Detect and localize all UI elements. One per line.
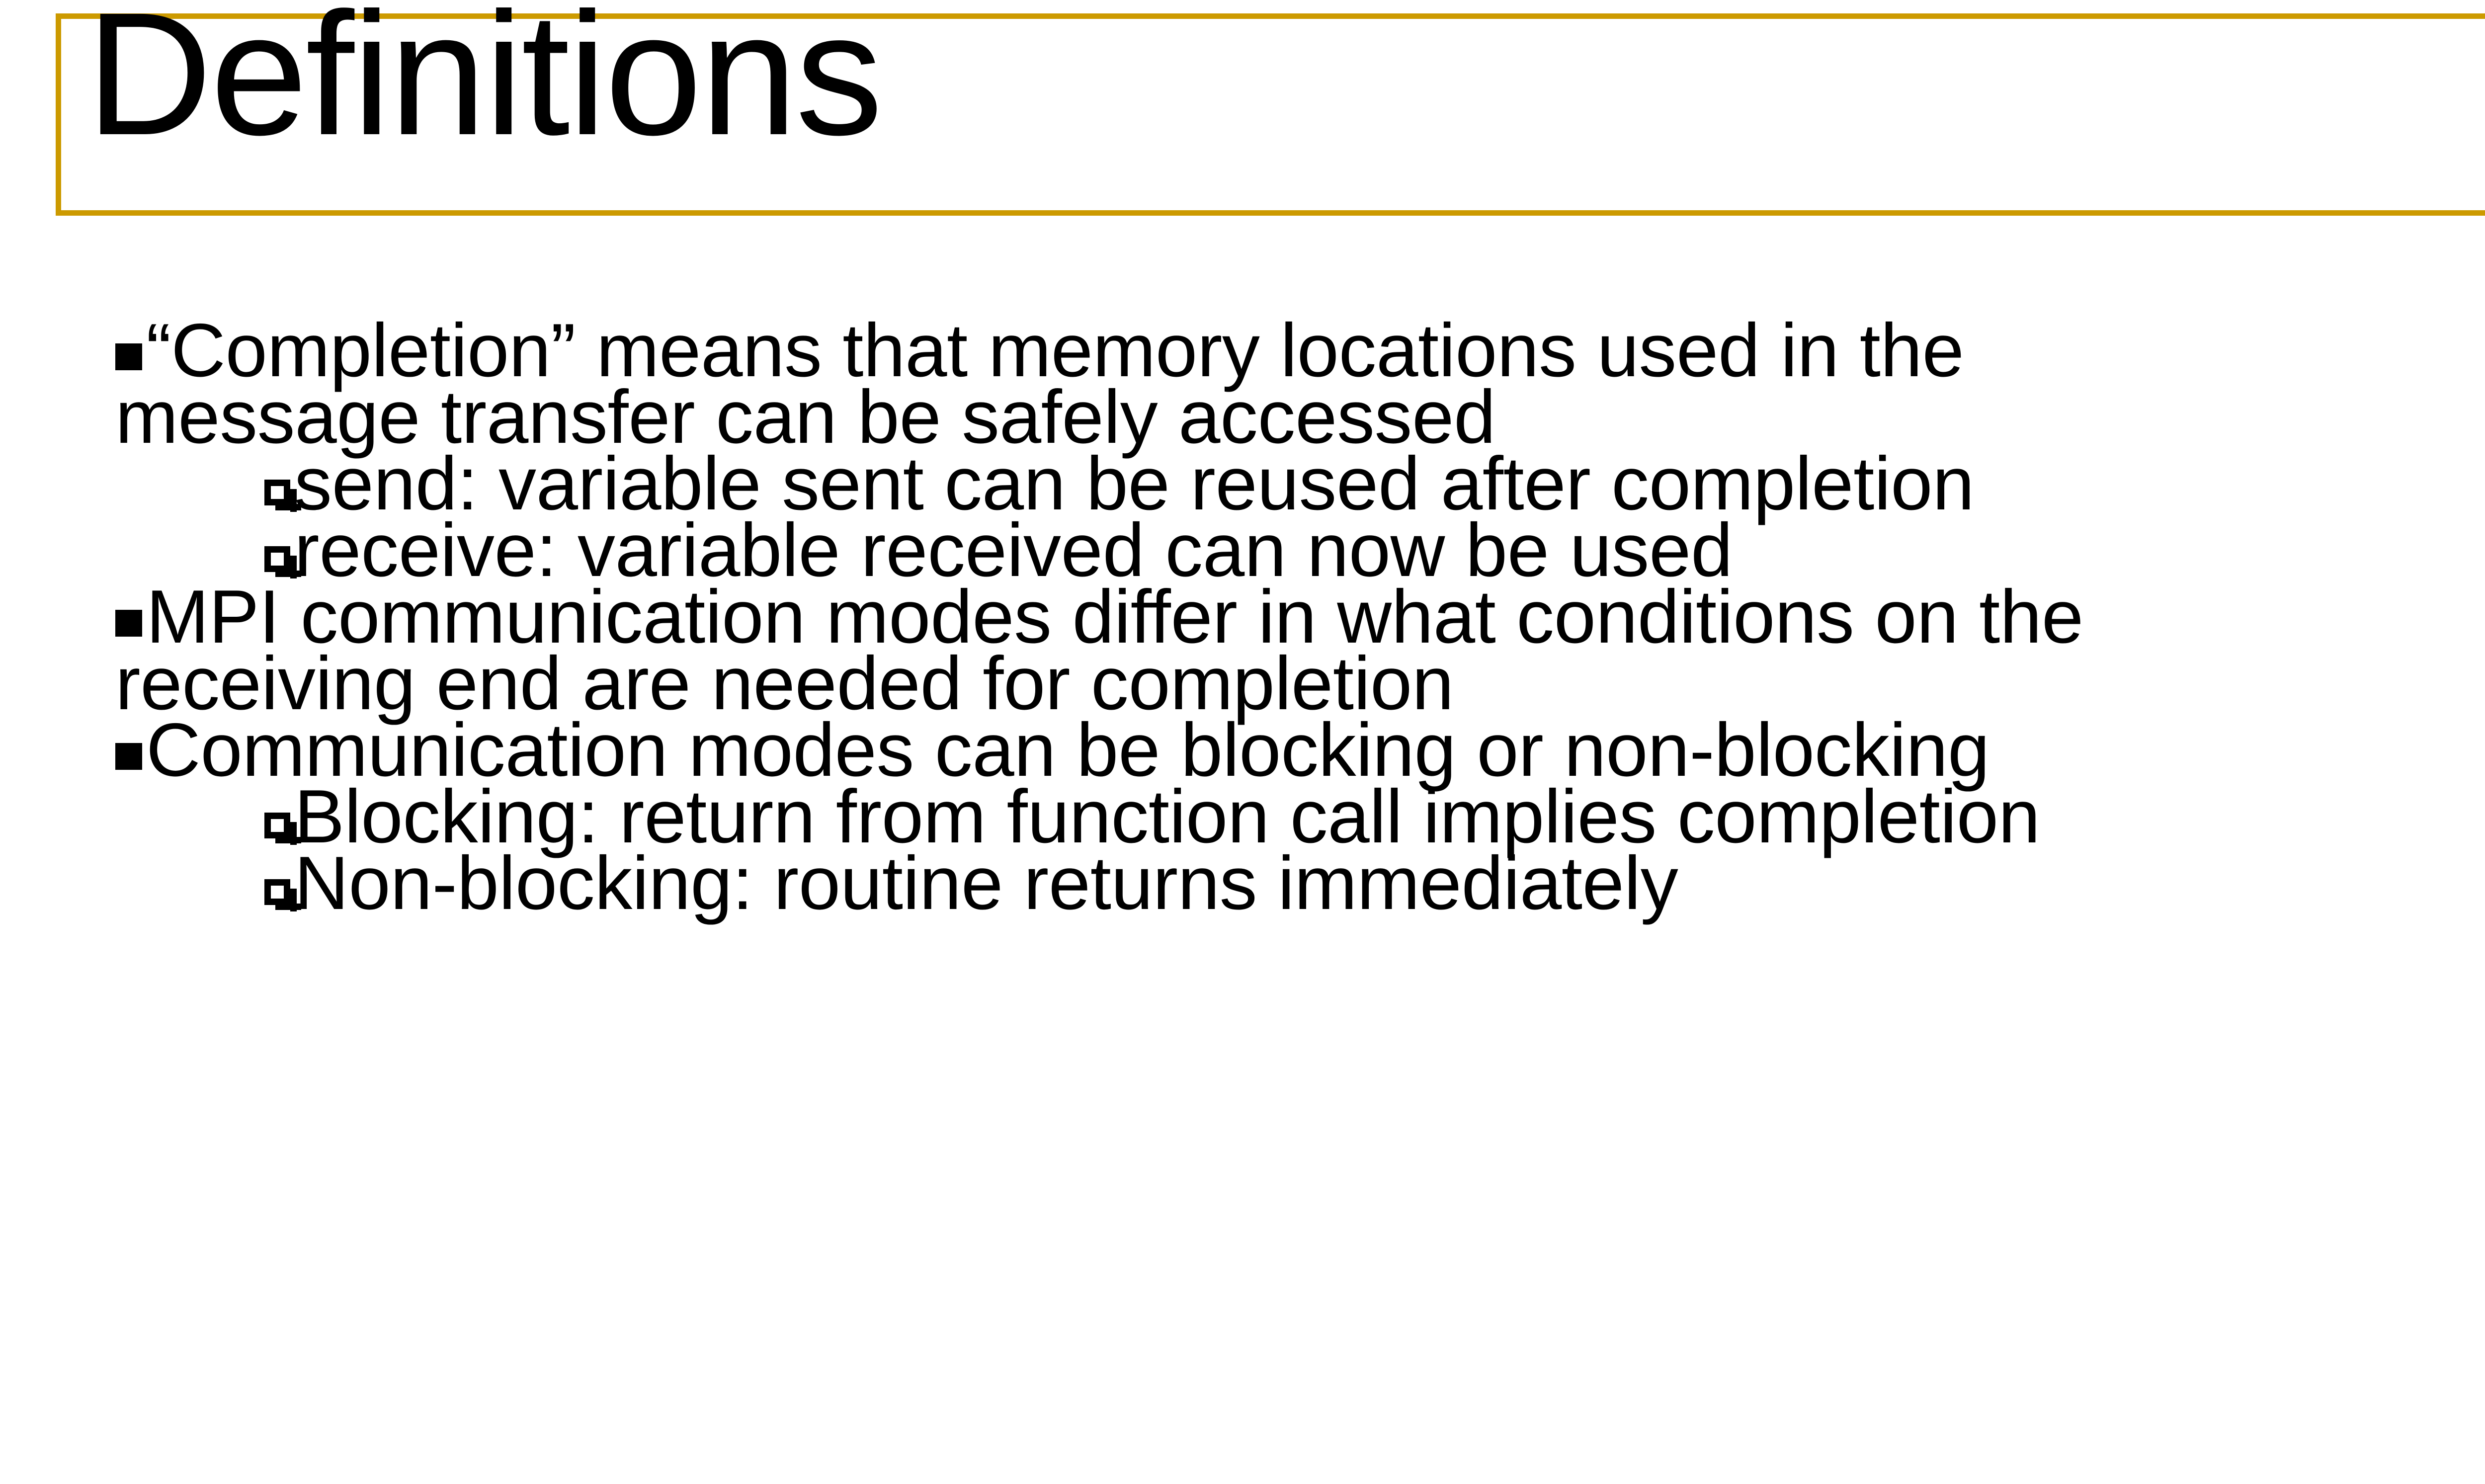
filled-square-bullet-icon [115, 343, 142, 370]
bullet-item-completion: “Completion” means that memory locations… [115, 313, 2485, 388]
filled-square-bullet-icon [115, 743, 142, 770]
bullet-item-mpi-modes: MPI communication modes differ in what c… [115, 579, 2485, 655]
sub-bullet-item-send: send: variable sent can be reused after … [115, 446, 2485, 521]
bullet-text-continuation: message transfer can be safely accessed [115, 375, 1496, 459]
bullet-text: “Completion” means that memory locations… [146, 308, 1964, 393]
sub-bullet-text: Blocking: return from function call impl… [294, 774, 2040, 859]
bullet-item-mpi-modes-wrap: receiving end are needed for completion [115, 646, 2485, 721]
hollow-square-bullet-icon [264, 813, 301, 845]
sub-bullet-item-non-blocking: Non-blocking: routine returns immediatel… [115, 845, 2485, 921]
filled-square-bullet-icon [115, 610, 142, 637]
sub-bullet-item-receive: receive: variable received can now be us… [115, 512, 2485, 588]
hollow-square-bullet-icon [264, 546, 301, 578]
title-placeholder-box: Definitions [56, 0, 2485, 216]
bullet-text: MPI communication modes differ in what c… [146, 575, 2083, 659]
hollow-square-bullet-icon [264, 480, 301, 512]
bullet-text: Communication modes can be blocking or n… [146, 708, 1989, 792]
slide-title: Definitions [86, 0, 883, 171]
bullet-item-blocking-modes: Communication modes can be blocking or n… [115, 712, 2485, 788]
sub-bullet-text: send: variable sent can be reused after … [294, 441, 1975, 526]
sub-bullet-text: receive: variable received can now be us… [294, 508, 1733, 592]
hollow-square-bullet-icon [264, 879, 301, 911]
body-content-placeholder: “Completion” means that memory locations… [115, 313, 2485, 921]
bullet-item-completion-wrap: message transfer can be safely accessed [115, 379, 2485, 455]
sub-bullet-item-blocking: Blocking: return from function call impl… [115, 779, 2485, 854]
bullet-text-continuation: receiving end are needed for completion [115, 641, 1454, 726]
sub-bullet-text: Non-blocking: routine returns immediatel… [294, 841, 1678, 925]
